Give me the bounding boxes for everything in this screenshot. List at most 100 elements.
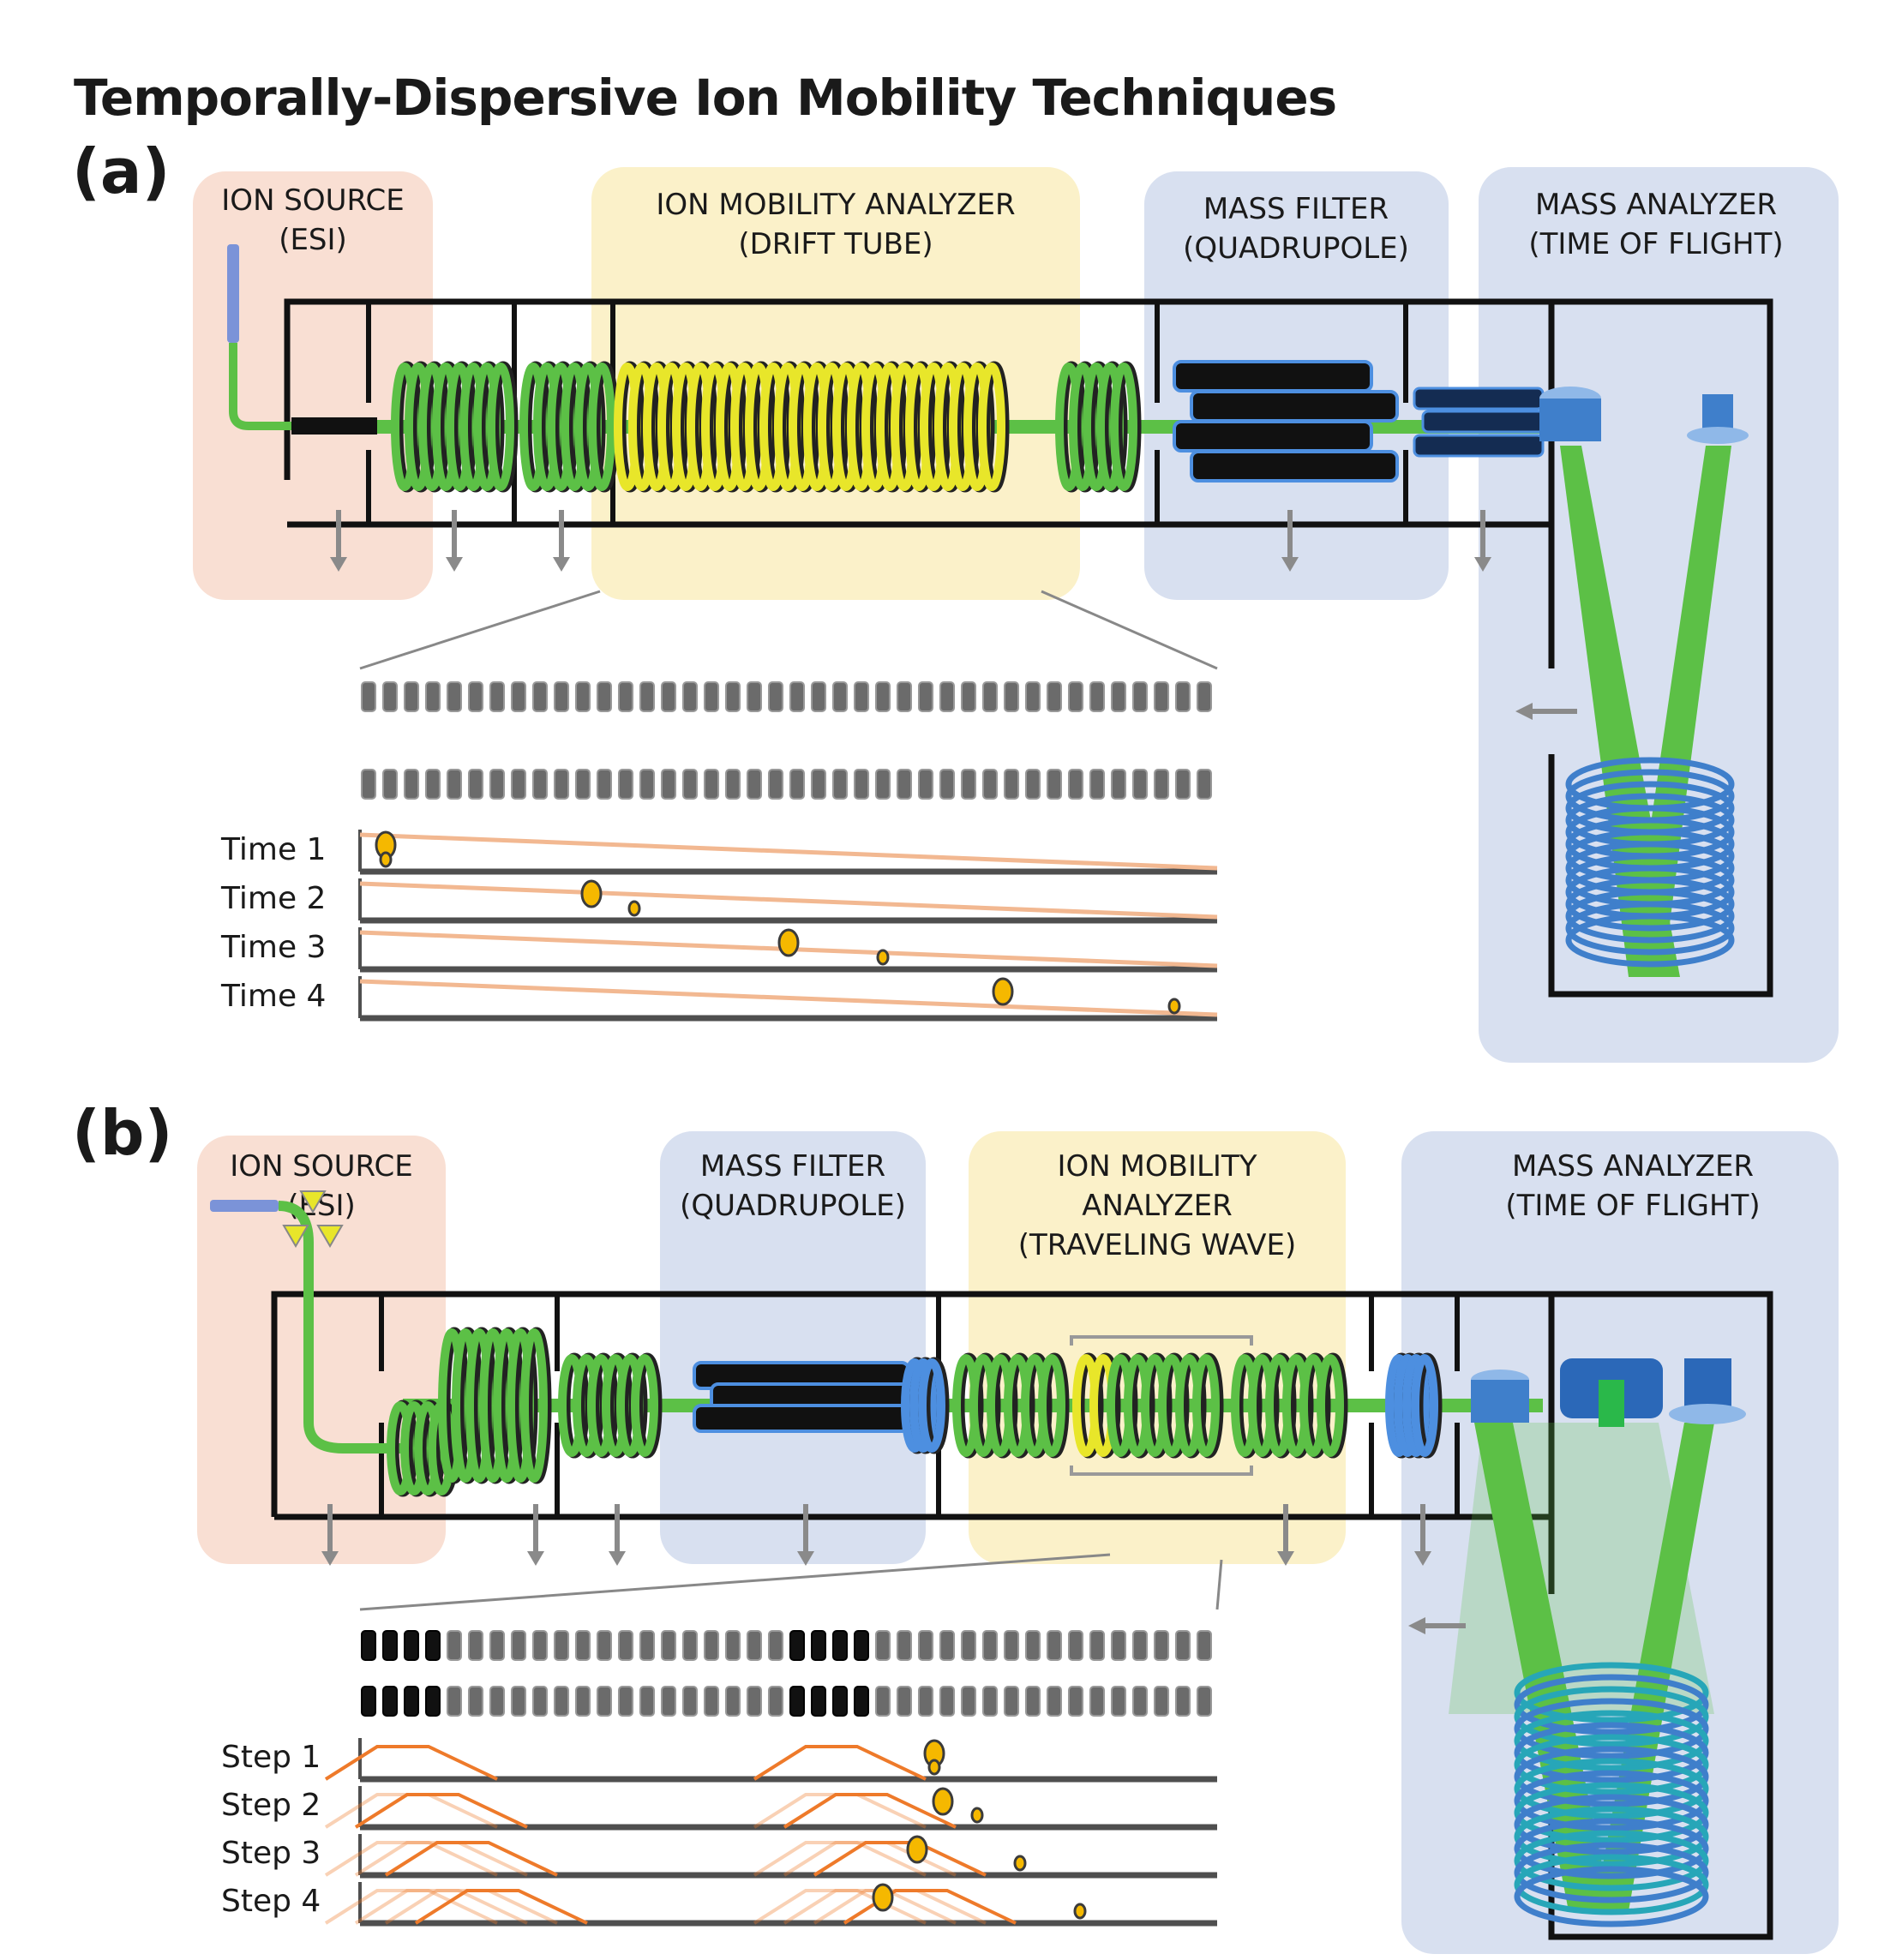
electrode	[704, 1686, 719, 1717]
ion-funnel-ring	[487, 363, 514, 491]
electrode	[1089, 1630, 1105, 1661]
electrode	[511, 681, 526, 712]
electrode	[811, 1686, 826, 1717]
electrode	[447, 769, 462, 800]
ion-large	[906, 1835, 928, 1864]
electrode	[1004, 769, 1019, 800]
electrode	[768, 1686, 783, 1717]
electrode	[832, 1686, 848, 1717]
electrode	[939, 681, 955, 712]
electrode	[468, 1686, 483, 1717]
row-label: Time 3	[220, 930, 326, 965]
quadrupole-rod	[1190, 450, 1399, 483]
potential-gradient	[359, 979, 1218, 1017]
pump-arrow-icon	[797, 1551, 814, 1566]
electrode	[532, 769, 548, 800]
electrode	[789, 769, 805, 800]
bracket	[1070, 1335, 1253, 1346]
ion-beam	[229, 343, 291, 430]
traveling-wave	[354, 1889, 528, 1925]
lens-ring	[1411, 1354, 1438, 1457]
ion-small	[1013, 1855, 1027, 1872]
electrode	[854, 769, 869, 800]
tof-flight-path-faint	[1449, 1423, 1714, 1714]
electrode	[682, 681, 698, 712]
lens-ring	[918, 1358, 945, 1453]
electrode	[489, 1686, 505, 1717]
lens-triangle-icon	[316, 1225, 344, 1248]
electrode	[468, 1630, 483, 1661]
electrode	[789, 1630, 805, 1661]
detector-icon	[1702, 394, 1733, 433]
electrode	[1068, 1630, 1083, 1661]
electrode	[554, 681, 569, 712]
electrode	[1132, 681, 1148, 712]
reflectron-ring	[1514, 1842, 1709, 1903]
electrode	[404, 1630, 419, 1661]
traveling-wave	[324, 1841, 498, 1877]
reflectron-ring	[1514, 1686, 1709, 1747]
traveling-wave	[783, 1793, 957, 1829]
electrode	[682, 1630, 698, 1661]
reflectron-ring	[1514, 1866, 1709, 1927]
ion-small	[627, 900, 641, 917]
electrode	[704, 769, 719, 800]
electrode	[618, 1686, 633, 1717]
electrode	[725, 769, 741, 800]
zoom-callout-line	[359, 590, 601, 670]
reflectron-ring	[1514, 1662, 1709, 1723]
ion-small	[1167, 998, 1181, 1015]
traveling-wave	[753, 1889, 927, 1925]
instrument-b	[210, 1190, 1773, 1940]
electrode	[618, 681, 633, 712]
pump-arrow-icon	[330, 557, 347, 572]
electrode	[1089, 1686, 1105, 1717]
electrode	[468, 681, 483, 712]
region-label-line: (TIME OF FLIGHT)	[1505, 1189, 1760, 1223]
reflectron-ring	[1514, 1734, 1709, 1795]
ion-large	[580, 879, 603, 908]
reflectron-ring	[1514, 1710, 1709, 1771]
region-label-line: ION MOBILITY ANALYZER	[656, 188, 1015, 222]
electrode	[725, 1686, 741, 1717]
region-box	[1401, 1131, 1839, 1954]
electrode	[575, 1630, 591, 1661]
electrode	[382, 1686, 398, 1717]
electrode	[361, 1630, 376, 1661]
electrode	[918, 769, 933, 800]
electrode	[961, 1630, 976, 1661]
electrode	[811, 769, 826, 800]
electrode	[768, 1630, 783, 1661]
electrode	[682, 1686, 698, 1717]
electrode	[1025, 769, 1041, 800]
row-label: Step 3	[221, 1836, 321, 1871]
electrode	[982, 769, 998, 800]
electrode	[811, 681, 826, 712]
region-ion-source: ION SOURCE(ESI)	[193, 171, 433, 600]
pusher-icon	[1539, 399, 1601, 441]
region-label-line: MASS ANALYZER	[1535, 188, 1777, 222]
detector-icon	[1669, 1404, 1746, 1424]
traveling-wave	[384, 1889, 558, 1925]
electrode	[554, 1630, 569, 1661]
row-label: Time 2	[220, 881, 326, 916]
electrode	[1047, 1686, 1062, 1717]
reflectron-ring	[1565, 889, 1735, 944]
electrode	[1197, 1630, 1212, 1661]
electrode	[875, 1686, 891, 1717]
electrode	[982, 681, 998, 712]
electrode	[489, 769, 505, 800]
region-label-line: (QUADRUPOLE)	[680, 1189, 906, 1223]
esi-needle	[227, 244, 239, 343]
electrode	[447, 1686, 462, 1717]
detector-icon	[1684, 1358, 1731, 1410]
electrode	[1068, 769, 1083, 800]
electrode	[918, 1630, 933, 1661]
electrode	[1197, 1686, 1212, 1717]
electrode	[489, 681, 505, 712]
electrode	[1004, 1630, 1019, 1661]
ion-small	[1073, 1903, 1087, 1920]
